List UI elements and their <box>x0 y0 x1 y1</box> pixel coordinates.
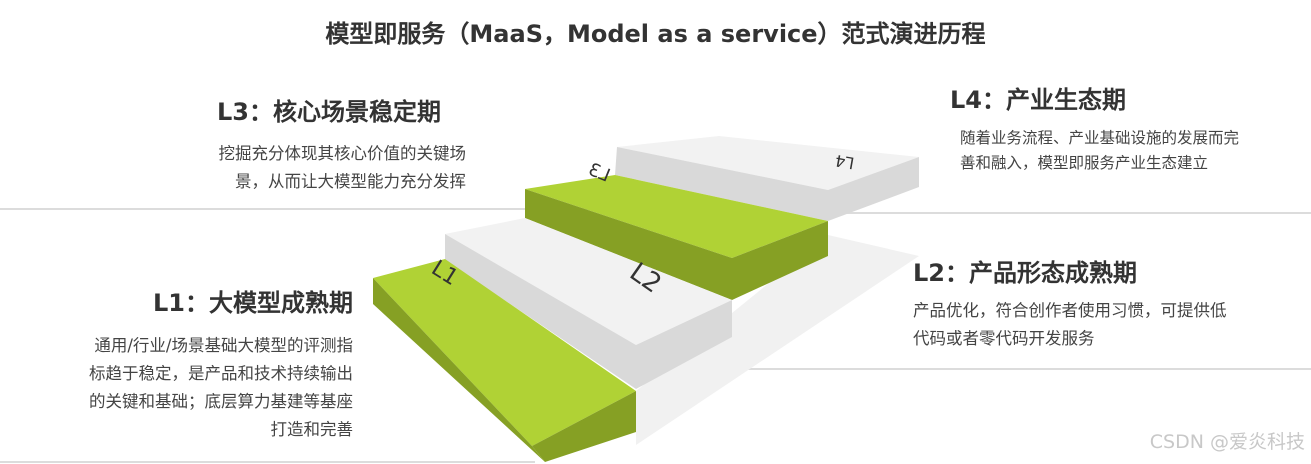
step-label-l4: L4 <box>834 151 856 173</box>
l1-desc-line: 通用/行业/场景基础大模型的评测指 <box>94 336 353 355</box>
step-l2-front <box>445 234 636 389</box>
l4-description: 随着业务流程、产业基础设施的发展而完 善和融入，模型即服务产业生态建立 <box>960 126 1239 176</box>
l2-desc-line: 代码或者零代码开发服务 <box>913 329 1095 348</box>
step-l4-side <box>828 157 919 221</box>
step-l2-top <box>445 218 732 345</box>
l1-desc-line: 标趋于稳定，是产品和技术持续输出 <box>89 364 353 383</box>
step-l1-side <box>532 391 636 462</box>
l2-description: 产品优化，符合创作者使用习惯，可提供低 代码或者零代码开发服务 <box>913 297 1227 353</box>
l1-description: 通用/行业/场景基础大模型的评测指 标趋于稳定，是产品和技术持续输出 的关键和基… <box>89 332 353 444</box>
stair-shadow <box>636 235 919 445</box>
l3-desc-line: 挖掘充分体现其核心价值的关键场 <box>218 144 467 163</box>
step-l2-side <box>636 300 732 389</box>
step-l3-front <box>525 189 732 300</box>
page-title: 模型即服务（MaaS，Model as a service）范式演进历程 <box>325 20 986 48</box>
step-l3-top <box>525 175 828 258</box>
divider <box>0 208 610 210</box>
step-l1-front <box>373 278 545 462</box>
l2-desc-line: 产品优化，符合创作者使用习惯，可提供低 <box>913 301 1227 320</box>
l3-desc-line: 景，从而让大模型能力充分发挥 <box>235 172 466 191</box>
divider <box>636 368 1311 370</box>
l3-description: 挖掘充分体现其核心价值的关键场 景，从而让大模型能力充分发挥 <box>219 140 467 196</box>
l4-desc-line: 善和融入，模型即服务产业生态建立 <box>960 154 1209 172</box>
step-l3-side <box>732 221 828 300</box>
divider <box>0 461 535 463</box>
step-l4-front <box>615 147 828 221</box>
l4-heading: L4：产业生态期 <box>950 86 1126 114</box>
step-l4-top <box>617 136 919 190</box>
divider <box>828 212 1311 214</box>
l2-heading: L2：产品形态成熟期 <box>913 259 1137 287</box>
l1-desc-line: 的关键和基础；底层算力基建等基座 <box>89 392 353 411</box>
l3-heading: L3：核心场景稳定期 <box>217 98 441 126</box>
l1-desc-line: 打造和完善 <box>270 420 354 439</box>
l1-heading: L1：大模型成熟期 <box>153 289 353 317</box>
watermark: CSDN @爱炎科技 <box>1149 431 1305 453</box>
step-l1-top <box>373 259 636 446</box>
l4-desc-line: 随着业务流程、产业基础设施的发展而完 <box>960 129 1240 147</box>
